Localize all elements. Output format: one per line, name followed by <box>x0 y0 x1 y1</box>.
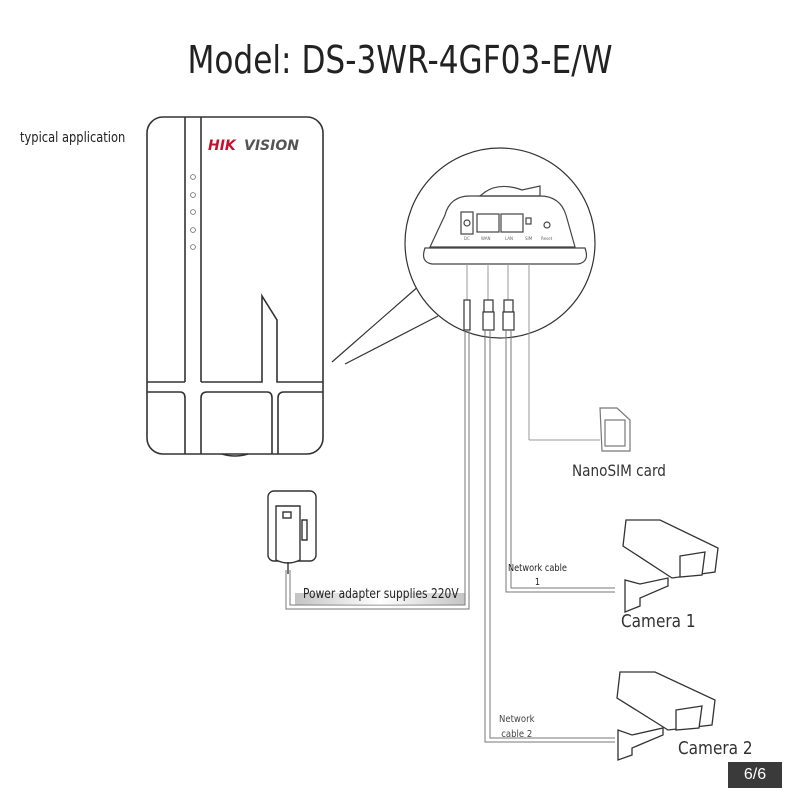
brand-logo-hik: HIK <box>208 138 237 154</box>
svg-text:LAN: LAN <box>505 236 513 241</box>
brand-logo-vision: VISION <box>244 138 299 154</box>
led-indicators <box>190 174 196 250</box>
svg-text:Reset: Reset <box>541 236 553 241</box>
network-cable-2-label: Network cable 2 <box>499 714 535 740</box>
svg-text:WAN: WAN <box>481 236 490 241</box>
camera-1-icon <box>622 519 719 613</box>
page-indicator: 6/6 <box>728 762 782 788</box>
power-adapter-label: Power adapter supplies 220V <box>303 587 459 602</box>
zoom-callout-circle <box>404 147 596 339</box>
page-title: Model: DS-3WR-4GF03-E/W <box>187 38 613 82</box>
svg-text:SIM: SIM <box>525 236 533 241</box>
network-cable-1-label: Network cable 1 <box>508 563 567 588</box>
camera-2-icon <box>616 671 716 761</box>
nanosim-label: NanoSIM card <box>572 461 666 480</box>
port-panel-icon <box>422 185 588 265</box>
camera-1-label: Camera 1 <box>621 611 696 632</box>
typical-application-label: typical application <box>20 130 126 146</box>
cable-connectors-icon <box>463 299 515 331</box>
router-device-icon <box>146 116 324 457</box>
power-adapter-icon <box>267 490 317 574</box>
camera-2-label: Camera 2 <box>678 738 753 759</box>
nanosim-card-icon <box>599 407 631 452</box>
svg-text:DC: DC <box>464 236 470 241</box>
